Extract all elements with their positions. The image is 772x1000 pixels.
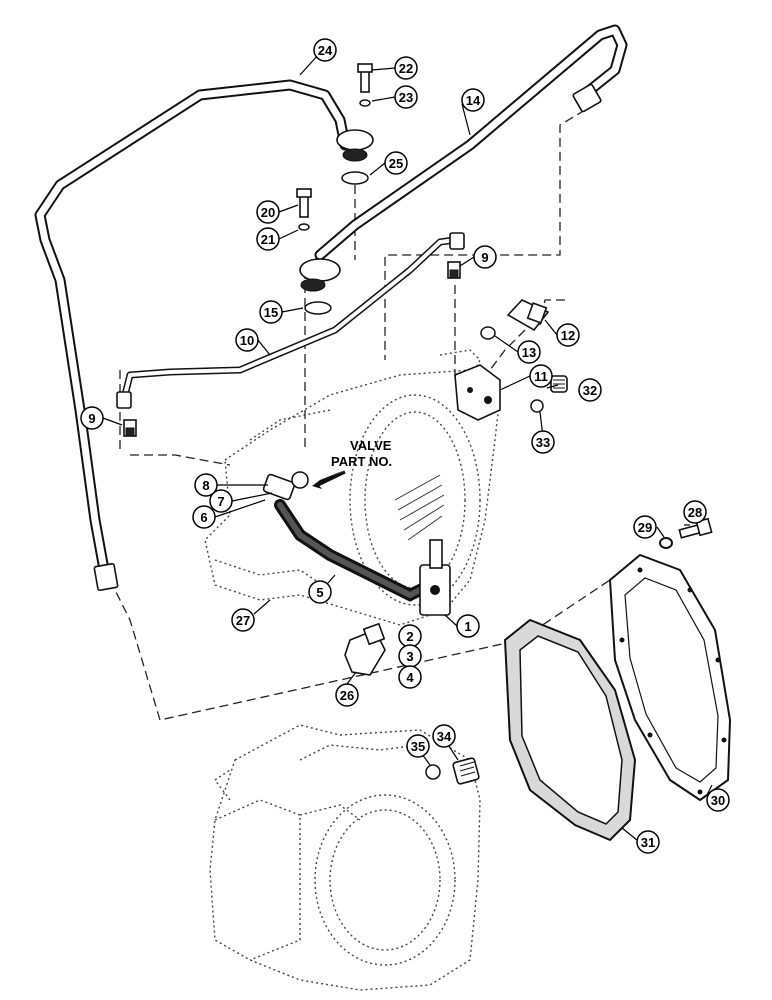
callout-label: 1 bbox=[464, 619, 471, 634]
flange-25 bbox=[336, 129, 374, 162]
callout-label: 14 bbox=[466, 93, 481, 108]
o-ring-25 bbox=[341, 171, 369, 185]
callout-26: 26 bbox=[335, 683, 359, 707]
callout-label: 29 bbox=[638, 520, 652, 535]
valve-1 bbox=[419, 539, 451, 616]
callout-14: 14 bbox=[461, 88, 485, 112]
callout-label: 4 bbox=[406, 670, 414, 685]
callout-label: 13 bbox=[522, 345, 536, 360]
callout-30: 30 bbox=[706, 788, 730, 812]
washer-23 bbox=[359, 99, 371, 107]
callout-label: 25 bbox=[389, 156, 403, 171]
callout-35: 35 bbox=[406, 734, 430, 758]
callout-32: 32 bbox=[578, 378, 602, 402]
callout-label: 7 bbox=[217, 494, 224, 509]
plug-34 bbox=[452, 757, 480, 785]
callout-label: 24 bbox=[318, 43, 333, 58]
callout-1: 1 bbox=[456, 614, 480, 638]
callout-label: 23 bbox=[399, 90, 413, 105]
housing-hatching bbox=[394, 474, 445, 541]
callout-label: 12 bbox=[561, 328, 575, 343]
valve-part-no-label: VALVE PART NO. bbox=[312, 438, 392, 489]
callout-33: 33 bbox=[531, 430, 555, 454]
callout-label: 2 bbox=[406, 629, 413, 644]
o-ring-13 bbox=[480, 326, 496, 340]
callout-label: 5 bbox=[316, 585, 323, 600]
fitting-9-left bbox=[123, 419, 137, 437]
callout-23: 23 bbox=[394, 85, 418, 109]
callout-9-left: 9 bbox=[80, 406, 104, 430]
callout-27: 27 bbox=[231, 608, 255, 632]
callout-4: 4 bbox=[398, 665, 422, 689]
callout-31: 31 bbox=[636, 830, 660, 854]
callout-label: 26 bbox=[340, 688, 354, 703]
gasket-31 bbox=[503, 618, 637, 842]
bolt-20 bbox=[296, 188, 312, 218]
washer-29 bbox=[659, 537, 673, 549]
callout-3: 3 bbox=[398, 644, 422, 668]
callout-29: 29 bbox=[633, 515, 657, 539]
callout-label: 28 bbox=[688, 505, 702, 520]
bolt-28 bbox=[678, 517, 713, 539]
oil-pipe-14 bbox=[314, 24, 628, 261]
fitting-9-right bbox=[447, 261, 461, 279]
callout-28: 28 bbox=[683, 500, 707, 524]
callout-24: 24 bbox=[313, 38, 337, 62]
callout-label: 11 bbox=[534, 369, 548, 384]
oil-pipe-24 bbox=[34, 79, 351, 592]
callout-8: 8 bbox=[194, 473, 218, 497]
callout-15: 15 bbox=[259, 300, 283, 324]
callout-12: 12 bbox=[556, 323, 580, 347]
callout-label: 22 bbox=[399, 61, 413, 76]
bolt-22 bbox=[357, 63, 373, 93]
callout-6: 6 bbox=[192, 505, 216, 529]
callout-5: 5 bbox=[308, 580, 332, 604]
callout-label: 9 bbox=[481, 250, 488, 265]
callout-label: 34 bbox=[437, 729, 452, 744]
callout-11: 11 bbox=[529, 364, 553, 388]
oil-pipe-10 bbox=[116, 232, 465, 409]
callout-label: 15 bbox=[264, 305, 278, 320]
callout-22: 22 bbox=[394, 56, 418, 80]
callout-label: 8 bbox=[202, 478, 209, 493]
transmission-housing-outline bbox=[209, 724, 481, 991]
callout-label: 6 bbox=[200, 510, 207, 525]
hose-5 bbox=[274, 499, 436, 602]
leader-lines bbox=[102, 54, 713, 841]
callout-10: 10 bbox=[235, 328, 259, 352]
callout-label: 9 bbox=[88, 411, 95, 426]
callout-25: 25 bbox=[384, 151, 408, 175]
callout-label: 10 bbox=[240, 333, 254, 348]
callout-label: 3 bbox=[406, 649, 413, 664]
callout-20: 20 bbox=[256, 200, 280, 224]
valve-label-line1: VALVE bbox=[350, 438, 392, 453]
cover-30 bbox=[608, 553, 732, 802]
callout-9-right: 9 bbox=[473, 245, 497, 269]
callout-13: 13 bbox=[517, 340, 541, 364]
o-ring-15 bbox=[304, 301, 332, 315]
callout-label: 20 bbox=[261, 205, 275, 220]
callout-label: 35 bbox=[411, 739, 425, 754]
elbow-fitting-26 bbox=[344, 622, 386, 676]
plug-32 bbox=[550, 375, 568, 393]
callout-label: 30 bbox=[711, 793, 725, 808]
callout-2: 2 bbox=[398, 624, 422, 648]
fitting-6-7-8 bbox=[262, 471, 309, 501]
callout-label: 32 bbox=[583, 383, 597, 398]
washer-21 bbox=[298, 223, 310, 231]
callout-label: 27 bbox=[236, 613, 250, 628]
o-ring-35 bbox=[425, 764, 441, 780]
valve-block-11 bbox=[454, 364, 501, 421]
valve-label-line2: PART NO. bbox=[331, 454, 392, 469]
callout-7: 7 bbox=[209, 489, 233, 513]
fitting-12 bbox=[506, 299, 550, 332]
callout-34: 34 bbox=[432, 724, 456, 748]
flange-15 bbox=[299, 258, 341, 292]
o-ring-33 bbox=[530, 399, 544, 413]
callout-label: 21 bbox=[261, 232, 275, 247]
callout-label: 33 bbox=[536, 435, 550, 450]
callout-21: 21 bbox=[256, 227, 280, 251]
callout-label: 31 bbox=[641, 835, 655, 850]
